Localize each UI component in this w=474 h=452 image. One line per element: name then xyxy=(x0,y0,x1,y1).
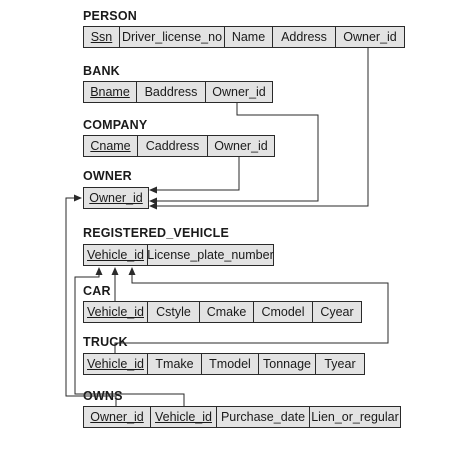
relation-title-owner: OWNER xyxy=(83,169,132,183)
attr-truck-tonnage: Tonnage xyxy=(259,354,316,374)
attr-bank-owner-id: Owner_id xyxy=(212,85,266,99)
fk-arrow-company-owner xyxy=(149,157,240,194)
attr-car-vehicle-id: Vehicle_id xyxy=(84,302,148,322)
attr-person-address: Address xyxy=(273,27,336,47)
attr-bank-bname: Bname xyxy=(84,82,137,102)
relation-title-registered-vehicle: REGISTERED_VEHICLE xyxy=(83,226,229,240)
attr-owns-owner-id: Owner_id xyxy=(84,407,151,427)
attr-truck-tyear: Tyear xyxy=(324,357,356,371)
attr-car-cmodel: Cmodel xyxy=(254,302,313,322)
attr-company-cname: Cname xyxy=(84,136,138,156)
attr-truck-tmodel: Tmodel xyxy=(202,354,259,374)
relation-title-person: PERSON xyxy=(83,9,137,23)
relation-owns: Owner_id Vehicle_id Purchase_date Lien_o… xyxy=(83,406,401,428)
fk-arrow-person-owner xyxy=(149,48,369,210)
attr-truck-tmake: Tmake xyxy=(148,354,202,374)
fk-arrow-owns-owner xyxy=(65,194,117,406)
relation-bank: Bname Baddress Owner_id xyxy=(83,81,273,103)
relation-owner: Owner_id xyxy=(83,187,149,209)
attr-car-cyear: Cyear xyxy=(320,305,354,319)
relation-title-company: COMPANY xyxy=(83,118,148,132)
attr-owns-vehicle-id: Vehicle_id xyxy=(151,407,217,427)
relation-registered-vehicle: Vehicle_id License_plate_number xyxy=(83,244,274,266)
attr-owns-purchase-date: Purchase_date xyxy=(217,407,310,427)
attr-owner-owner-id: Owner_id xyxy=(89,191,143,205)
fk-arrow-owns-vehicle xyxy=(74,267,185,406)
attr-truck-vehicle-id: Vehicle_id xyxy=(84,354,148,374)
attr-person-name: Name xyxy=(225,27,273,47)
attr-company-caddress: Caddress xyxy=(138,136,208,156)
attr-car-cstyle: Cstyle xyxy=(148,302,200,322)
attr-car-cmake: Cmake xyxy=(200,302,254,322)
relation-person: Ssn Driver_license_no Name Address Owner… xyxy=(83,26,405,48)
fk-arrow-truck-vehicle xyxy=(114,267,389,353)
attr-person-ssn: Ssn xyxy=(84,27,120,47)
attr-company-owner-id: Owner_id xyxy=(214,139,268,153)
relation-company: Cname Caddress Owner_id xyxy=(83,135,275,157)
relation-truck: Vehicle_id Tmake Tmodel Tonnage Tyear xyxy=(83,353,365,375)
attr-registered-vehicle-vehicle-id: Vehicle_id xyxy=(84,245,148,265)
attr-person-owner-id: Owner_id xyxy=(343,30,397,44)
relation-title-bank: BANK xyxy=(83,64,120,78)
attr-registered-vehicle-license-plate-number: License_plate_number xyxy=(147,248,274,262)
attr-owns-lien-or-regular: Lien_or_regular xyxy=(311,410,399,424)
fk-arrow-bank-owner xyxy=(149,103,319,205)
relation-car: Vehicle_id Cstyle Cmake Cmodel Cyear xyxy=(83,301,362,323)
relation-title-truck: TRUCK xyxy=(83,335,128,349)
attr-person-driver-license-no: Driver_license_no xyxy=(120,27,225,47)
relation-title-car: CAR xyxy=(83,284,111,298)
attr-bank-baddress: Baddress xyxy=(137,82,206,102)
